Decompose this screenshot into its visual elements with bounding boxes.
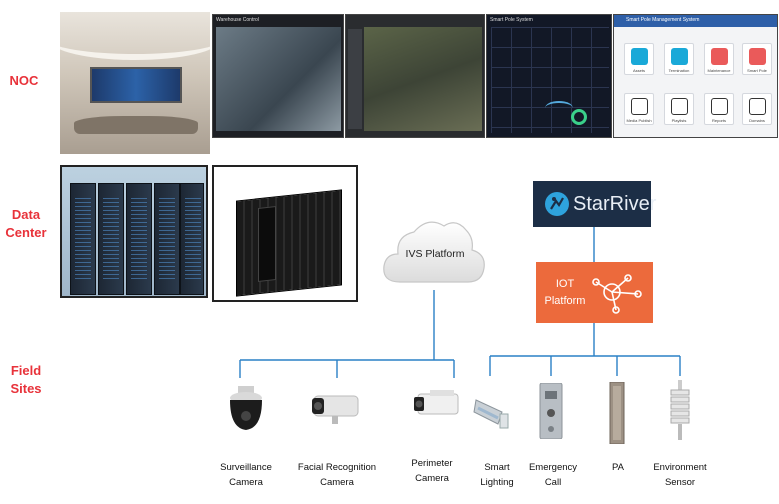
row-label-field-sites: Field Sites xyxy=(10,363,42,396)
tile-domains: Domains xyxy=(742,93,772,125)
device-label-environment-sensor: Environment Sensor xyxy=(653,462,707,488)
starriver-box: StarRiver xyxy=(533,181,656,227)
noc-map-screenshot xyxy=(345,14,485,138)
iot-platform-label: IOT Platform xyxy=(544,278,586,307)
modular-data-center-image xyxy=(212,165,358,302)
video-window-title: Warehouse Control xyxy=(216,17,259,23)
box-camera-icon xyxy=(410,388,460,424)
ivs-platform-cloud: IVS Platform xyxy=(380,212,488,290)
noc-management-screenshot: Smart Pole Management System Assets Term… xyxy=(613,14,778,138)
tile-maintenance: Maintenance xyxy=(704,43,734,75)
smart-pole-title: Smart Pole System xyxy=(490,17,533,23)
intercom-icon xyxy=(538,382,564,440)
tile-assets: Assets xyxy=(624,43,654,75)
ivs-platform-label: IVS Platform xyxy=(405,248,465,260)
row-label-noc: NOC xyxy=(9,73,39,88)
noc-dashboard-screenshot: Smart Pole System xyxy=(486,14,612,138)
device-label-facial-recognition-camera: Facial Recognition Camera xyxy=(297,462,377,488)
tile-playlists: Playlists xyxy=(664,93,694,125)
tile-reports: Reports xyxy=(704,93,734,125)
management-title: Smart Pole Management System xyxy=(626,17,700,23)
row-label-data-center: Data Center xyxy=(5,207,47,240)
weather-sensor-icon xyxy=(666,380,694,440)
tile-smart-pole: Smart Pole xyxy=(742,43,772,75)
device-label-perimeter-camera: Perimeter Camera xyxy=(411,458,453,484)
tile-media-publish: Media Publish xyxy=(624,93,654,125)
iot-platform-box: IOT Platform xyxy=(536,262,653,323)
bullet-camera-icon xyxy=(310,392,360,424)
dome-camera-icon xyxy=(226,386,266,438)
noc-room-photo xyxy=(60,12,210,154)
starriver-label: StarRiver xyxy=(573,193,657,215)
device-label-surveillance-camera: Surveillance Camera xyxy=(220,462,272,488)
tile-termination: Termination xyxy=(664,43,694,75)
network-nodes-icon xyxy=(592,274,642,314)
noc-video-screenshot: Warehouse Control xyxy=(212,14,344,138)
device-label-emergency-call: Emergency Call xyxy=(528,462,578,488)
speaker-column-icon xyxy=(606,381,628,445)
device-label-pa: PA xyxy=(612,462,624,473)
starriver-logo-icon xyxy=(545,192,569,216)
street-light-icon xyxy=(472,390,512,432)
cloud-icon xyxy=(383,221,485,283)
device-label-smart-lighting: Smart Lighting xyxy=(480,462,514,488)
server-racks-photo xyxy=(60,165,208,298)
